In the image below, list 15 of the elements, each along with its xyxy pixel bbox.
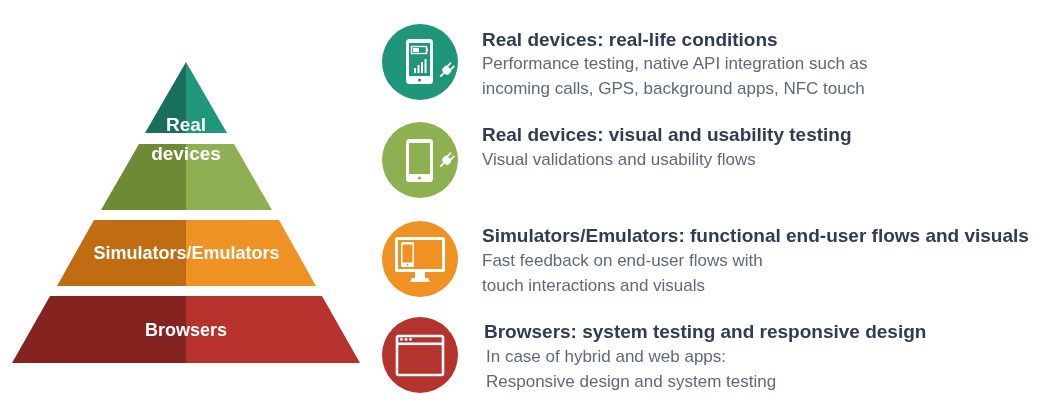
- item-description: Fast feedback on end-user flows with touch interactions and visuals: [482, 250, 764, 297]
- item-heading: Browsers: system testing and responsive design: [484, 321, 927, 343]
- item-heading: Real devices: real-life conditions: [482, 29, 778, 51]
- item-heading: Real devices: visual and usability testing: [482, 124, 852, 146]
- pyramid-apex: [145, 62, 227, 133]
- pyramid-tier: [57, 220, 316, 286]
- item-description: Performance testing, native API integration such as incoming calls, GPS, background apps, NFC touch: [482, 53, 869, 100]
- item-description: In case of hybrid and web apps: Responsive design and system testing: [486, 346, 778, 393]
- pyramid-tier: [12, 296, 360, 363]
- item-description: Visual validations and usability flows: [482, 149, 757, 171]
- tier-label: Simulators/Emulators: [93, 242, 280, 264]
- tier-label: Real devices: [150, 113, 222, 166]
- item-heading: Simulators/Emulators: functional end-user flows and visuals: [482, 225, 1029, 247]
- tier-label: Browsers: [144, 318, 227, 341]
- pyramid-tier: [101, 144, 272, 210]
